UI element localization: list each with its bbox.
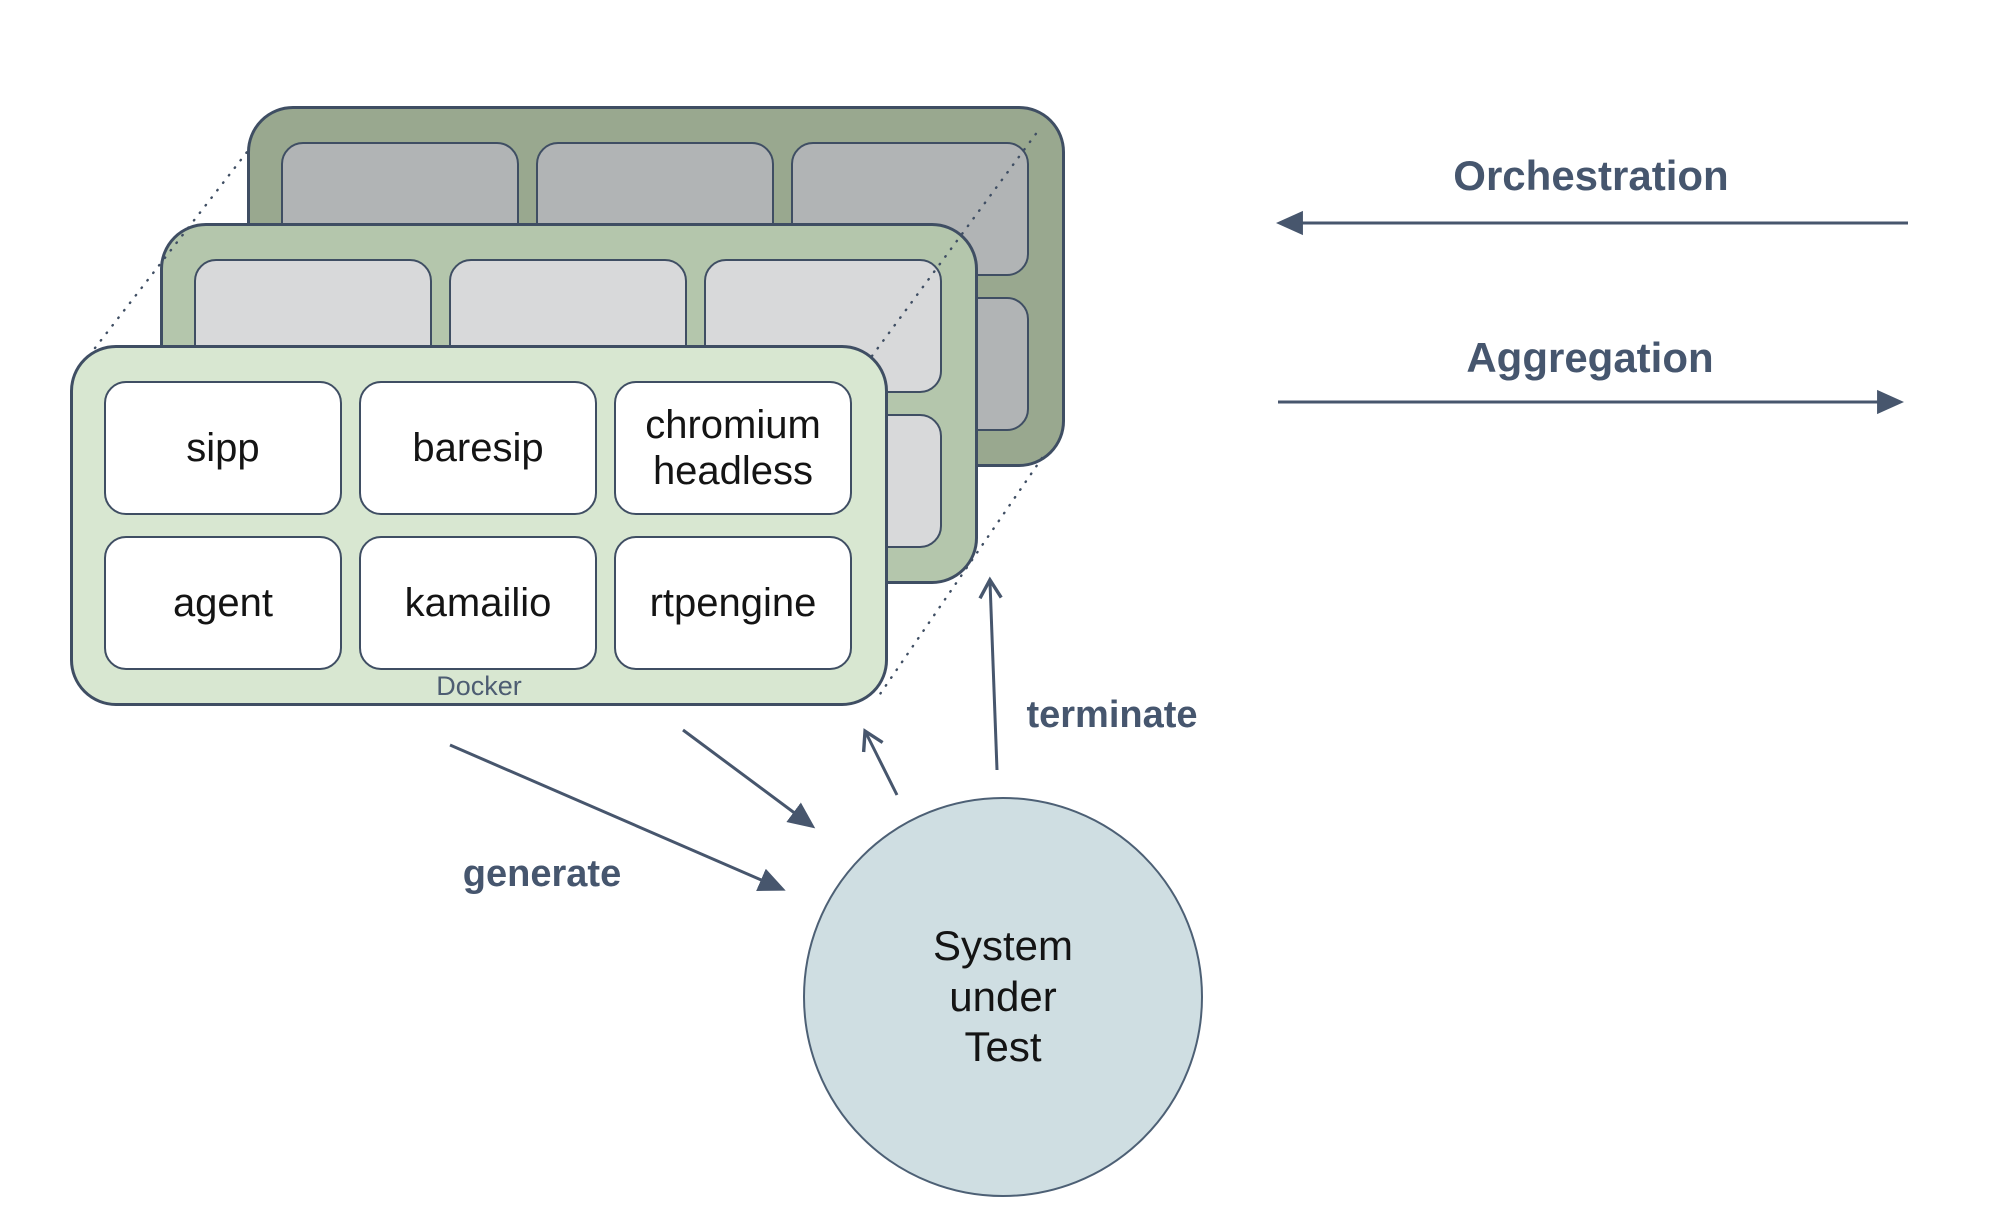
sut-line-1: System [932, 922, 1074, 970]
sut-line-2: under [949, 972, 1057, 1020]
container-box-baresip: baresip [359, 381, 597, 515]
container-box-rtpengine: rtpengine [614, 536, 852, 670]
docker-layer-front: sipp baresip chromium headless agent kam… [70, 345, 888, 706]
terminate-arrow [990, 582, 997, 771]
container-box-chromium-headless: chromium headless [614, 381, 852, 515]
orchestration-label: Orchestration [1453, 152, 1729, 199]
container-grid-front: sipp baresip chromium headless agent kam… [104, 381, 852, 670]
generate-arrow-short [682, 728, 816, 829]
container-box-kamailio: kamailio [359, 536, 597, 670]
generate-label: generate [462, 853, 622, 895]
system-under-test-circle: System under Test [803, 797, 1203, 1197]
docker-label: Docker [436, 671, 522, 701]
terminate-label: terminate [1026, 694, 1198, 736]
sut-line-3: Test [964, 1023, 1042, 1071]
aggregation-label: Aggregation [1466, 334, 1714, 381]
response-arrow-up [866, 733, 899, 796]
container-box-agent: agent [104, 536, 342, 670]
container-box-sipp: sipp [104, 381, 342, 515]
